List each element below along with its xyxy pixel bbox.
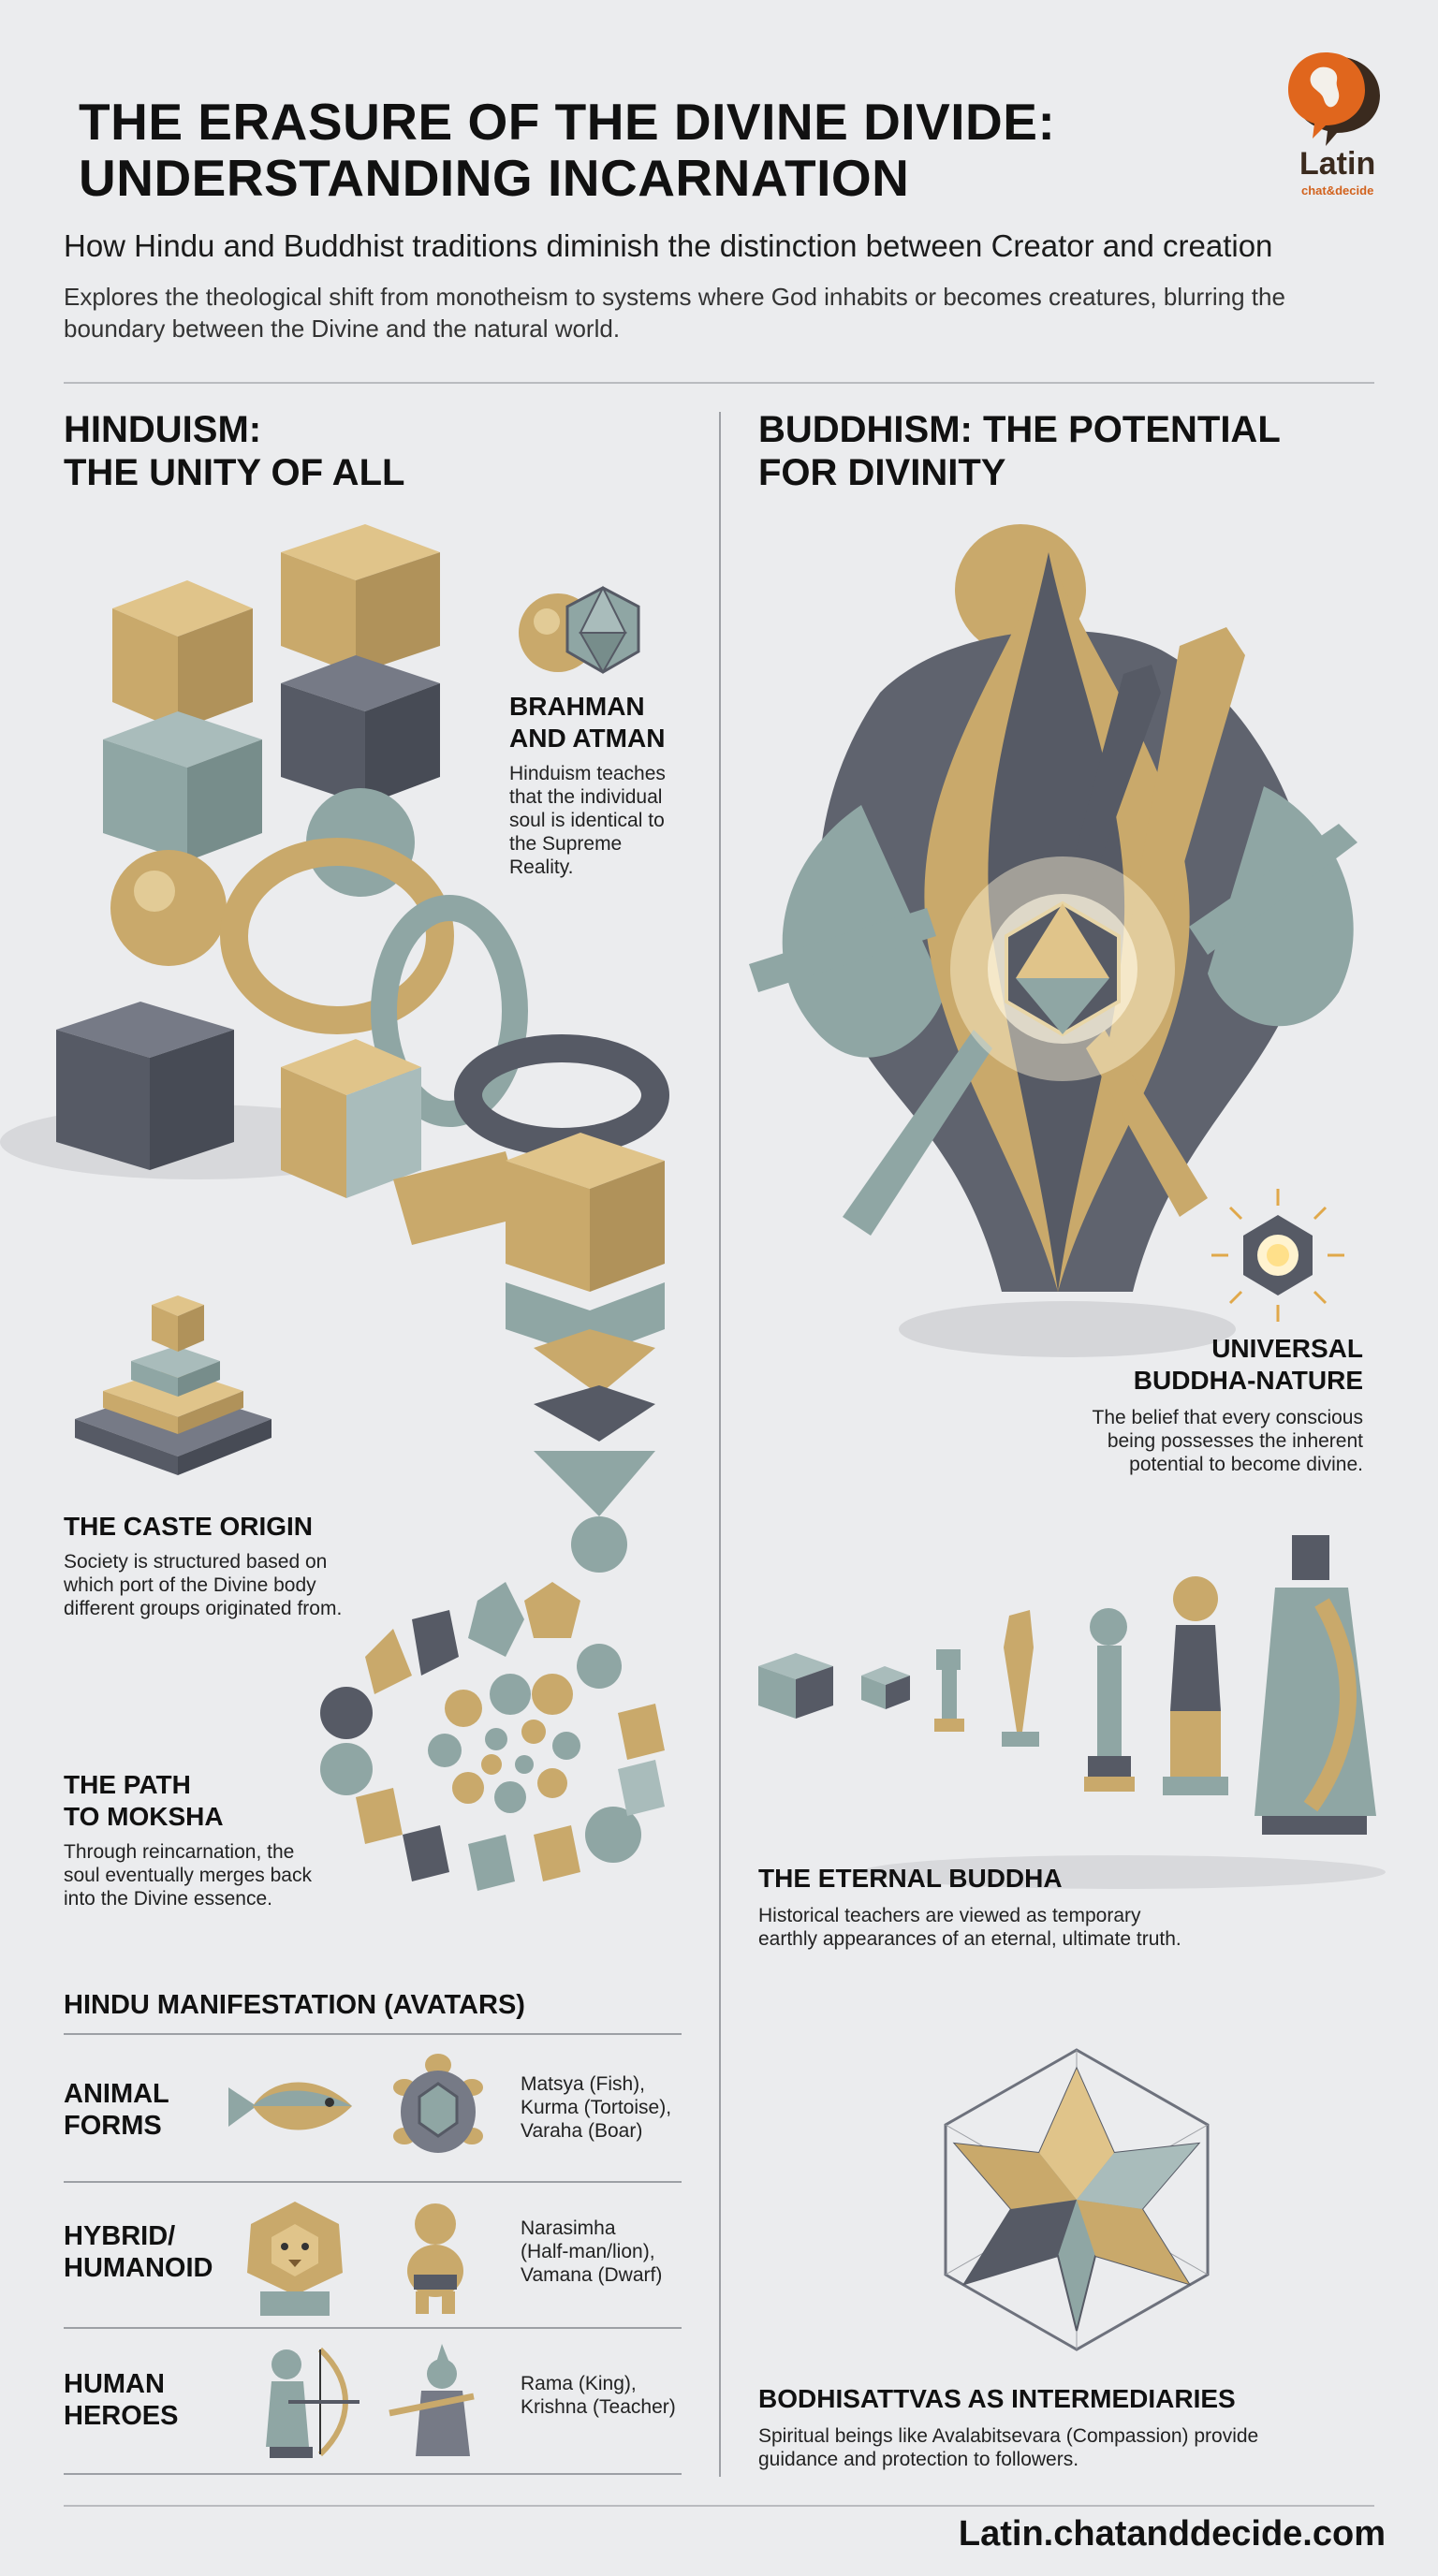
evolution-figures (758, 1535, 1386, 1889)
brahman-text-line: the Supreme (509, 833, 623, 855)
buddhism-heading: BUDDHISM: THE POTENTIAL FOR DIVINITY (758, 408, 1281, 494)
brahman-text-line: Hinduism teaches (509, 763, 666, 784)
buddha-nature-block: UNIVERSAL BUDDHA-NATURE The belief that … (1093, 1333, 1364, 1476)
caste-title: THE CASTE ORIGIN (64, 1512, 314, 1541)
avatar-names-human: Rama (King), Krishna (Teacher) (521, 2372, 676, 2419)
bodhisattvas-text-line: Spiritual beings like Avalabitsevara (Co… (758, 2425, 1259, 2447)
eternal-buddha-block: THE ETERNAL BUDDHA Historical teachers a… (758, 1863, 1181, 1951)
brahman-title-line-1: BRAHMAN (509, 692, 645, 721)
avatar-category-line: HUMAN (64, 2369, 165, 2399)
avatar-name-line: Varaha (Boar) (521, 2120, 643, 2142)
brahman-text-line: soul is identical to (509, 810, 665, 831)
bodhisattvas-text: Spiritual beings like Avalabitsevara (Co… (758, 2424, 1258, 2471)
lion-icon (247, 2202, 343, 2316)
speech-bubbles-icon (1288, 52, 1380, 146)
caste-text-line: which port of the Divine body (64, 1574, 316, 1596)
avatar-name-line: Narasimha (521, 2217, 616, 2239)
avatar-name-line: (Half-man/lion), (521, 2241, 655, 2262)
buddha-nature-text-line: potential to become divine. (1129, 1454, 1363, 1475)
footer-url[interactable]: Latin.chatanddecide.com (958, 2514, 1386, 2554)
avatar-category-human: HUMAN HEROES (64, 2368, 178, 2432)
brahman-title: BRAHMAN AND ATMAN (509, 691, 666, 754)
buddhism-heading-line-1: BUDDHISM: THE POTENTIAL (758, 409, 1281, 450)
avatars-title: HINDU MANIFESTATION (AVATARS) (64, 1990, 525, 2020)
avatar-name-line: Rama (King), (521, 2373, 637, 2394)
logo-tagline: chat&decide (1301, 183, 1374, 198)
buddha-nature-title-line-1: UNIVERSAL (1211, 1334, 1363, 1363)
archer-icon (266, 2347, 360, 2458)
logo-name: Latin (1299, 146, 1376, 182)
title-line-2: UNDERSTANDING INCARNATION (79, 149, 910, 207)
hinduism-heading-line-2: THE UNITY OF ALL (64, 452, 405, 493)
logo[interactable] (1288, 49, 1391, 198)
hinduism-heading: HINDUISM: THE UNITY OF ALL (64, 408, 404, 494)
eternal-buddha-text-line: Historical teachers are viewed as tempor… (758, 1905, 1141, 1926)
header-divider (64, 382, 1374, 384)
glowing-gem-icon (1211, 1189, 1344, 1322)
moksha-block: THE PATH TO MOKSHA Through reincarnation… (64, 1769, 312, 1910)
buddha-nature-title-line-2: BUDDHA-NATURE (1133, 1366, 1363, 1395)
dwarf-icon (407, 2203, 463, 2314)
avatars-bottom-rule (64, 2473, 682, 2475)
subtitle: How Hindu and Buddhist traditions dimini… (64, 228, 1273, 263)
sphere-icosahedron-icon (519, 585, 640, 675)
caste-pyramid-icon (75, 1295, 271, 1475)
eternal-buddha-text-line: earthly appearances of an eternal, ultim… (758, 1928, 1181, 1950)
column-divider (719, 412, 721, 2477)
footer-divider (64, 2505, 1374, 2507)
moksha-text-line: Through reincarnation, the (64, 1841, 295, 1863)
moksha-title-line-2: TO MOKSHA (64, 1802, 224, 1831)
hindu-unity-sculpture (0, 524, 669, 1891)
avatar-category-line: ANIMAL (64, 2079, 169, 2109)
avatar-category-hybrid: HYBRID/ HUMANOID (64, 2220, 213, 2284)
intro-text: Explores the theological shift from mono… (64, 283, 1285, 343)
avatar-category-line: FORMS (64, 2111, 162, 2141)
avatars-rule (64, 2033, 682, 2035)
brahman-text-line: Reality. (509, 856, 574, 878)
buddha-nature-text-line: being possesses the inherent (1107, 1430, 1363, 1452)
fish-icon (228, 2082, 352, 2130)
moksha-text-line: soul eventually merges back (64, 1865, 312, 1886)
buddha-nature-sculpture (749, 524, 1357, 1357)
moksha-title-line-1: THE PATH (64, 1770, 191, 1799)
bodhisattvas-title: BODHISATTVAS AS INTERMEDIARIES (758, 2384, 1236, 2413)
avatars-row-divider (64, 2181, 682, 2183)
buddha-nature-title: UNIVERSAL BUDDHA-NATURE (1093, 1333, 1363, 1397)
avatar-name-line: Kurma (Tortoise), (521, 2097, 672, 2118)
tortoise-icon (393, 2054, 483, 2153)
avatar-category-line: HUMANOID (64, 2253, 213, 2283)
brahman-text-line: that the individual (509, 786, 663, 808)
title-line-1: THE ERASURE OF THE DIVINE DIVIDE: (79, 93, 1056, 151)
buddha-nature-text: The belief that every conscious being po… (1093, 1406, 1364, 1476)
brahman-atman-block: BRAHMAN AND ATMAN Hinduism teaches that … (509, 691, 666, 879)
brahman-title-line-2: AND ATMAN (509, 724, 666, 753)
avatar-name-line: Vamana (Dwarf) (521, 2264, 663, 2286)
eternal-buddha-text: Historical teachers are viewed as tempor… (758, 1904, 1181, 1951)
bodhisattvas-text-line: guidance and protection to followers. (758, 2449, 1079, 2470)
avatar-name-line: Krishna (Teacher) (521, 2396, 676, 2418)
star-polyhedron-icon (944, 2048, 1210, 2351)
avatar-category-line: HEROES (64, 2401, 179, 2431)
eternal-buddha-title: THE ETERNAL BUDDHA (758, 1864, 1063, 1893)
page-title: THE ERASURE OF THE DIVINE DIVIDE: UNDERS… (79, 94, 1055, 206)
moksha-text: Through reincarnation, the soul eventual… (64, 1840, 312, 1910)
avatar-names-animal: Matsya (Fish), Kurma (Tortoise), Varaha … (521, 2072, 671, 2143)
buddha-nature-text-line: The belief that every conscious (1092, 1407, 1364, 1428)
bodhisattvas-block: BODHISATTVAS AS INTERMEDIARIES Spiritual… (758, 2383, 1258, 2471)
avatars-row-divider (64, 2327, 682, 2329)
avatar-category-line: HYBRID/ (64, 2221, 176, 2251)
caste-text-line: Society is structured based on (64, 1551, 328, 1573)
buddhism-heading-line-2: FOR DIVINITY (758, 452, 1006, 493)
brahman-text: Hinduism teaches that the individual sou… (509, 762, 666, 879)
caste-text-line: different groups originated from. (64, 1598, 343, 1619)
caste-origin-block: THE CASTE ORIGIN Society is structured b… (64, 1511, 342, 1620)
avatar-name-line: Matsya (Fish), (521, 2073, 646, 2095)
moksha-title: THE PATH TO MOKSHA (64, 1769, 312, 1833)
avatar-names-hybrid: Narasimha (Half-man/lion), Vamana (Dwarf… (521, 2217, 662, 2287)
hinduism-heading-line-1: HINDUISM: (64, 409, 262, 450)
moksha-text-line: into the Divine essence. (64, 1888, 272, 1910)
flute-player-icon (389, 2344, 475, 2456)
avatar-category-animal: ANIMAL FORMS (64, 2078, 169, 2142)
caste-text: Society is structured based on which por… (64, 1550, 342, 1620)
